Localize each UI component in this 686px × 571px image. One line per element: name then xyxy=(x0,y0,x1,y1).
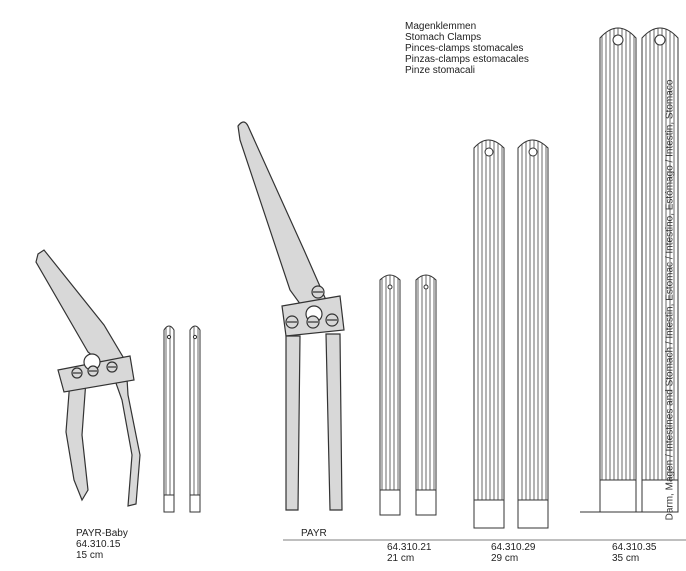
heading-line-fr: Pinces-clamps stomacales xyxy=(405,43,524,54)
product-size-payr-baby: 15 cm xyxy=(76,550,104,561)
payr-baby-clamp-illustration xyxy=(35,249,141,507)
product-size-payr-21: 21 cm xyxy=(387,553,415,564)
payr-clamp-illustration xyxy=(237,121,345,511)
payr-baby-blades xyxy=(163,325,201,513)
category-side-text: Darm, Magen / Intestines and Stomach / I… xyxy=(664,79,676,521)
heading-line-en: Stomach Clamps xyxy=(405,32,482,43)
payr-21cm-blades xyxy=(379,274,437,516)
heading-line-it: Pinze stomacali xyxy=(405,65,476,76)
heading-line-de: Magenklemmen xyxy=(405,21,477,32)
product-code-29: 64.310.29 xyxy=(491,542,536,553)
heading-block: Magenklemmen Stomach Clamps Pinces-clamp… xyxy=(405,21,529,76)
clamp-35cm-blades xyxy=(580,27,679,513)
product-code-35: 64.310.35 xyxy=(612,542,657,553)
product-code-payr-21: 64.310.21 xyxy=(387,542,432,553)
product-size-29: 29 cm xyxy=(491,553,519,564)
product-name-payr-baby: PAYR-Baby xyxy=(76,528,128,539)
product-name-payr: PAYR xyxy=(301,528,327,539)
product-code-payr-baby: 64.310.15 xyxy=(76,539,121,550)
product-size-35: 35 cm xyxy=(612,553,640,564)
clamp-29cm-blades xyxy=(473,139,549,529)
heading-line-es: Pinzas-clamps estomacales xyxy=(405,54,529,65)
